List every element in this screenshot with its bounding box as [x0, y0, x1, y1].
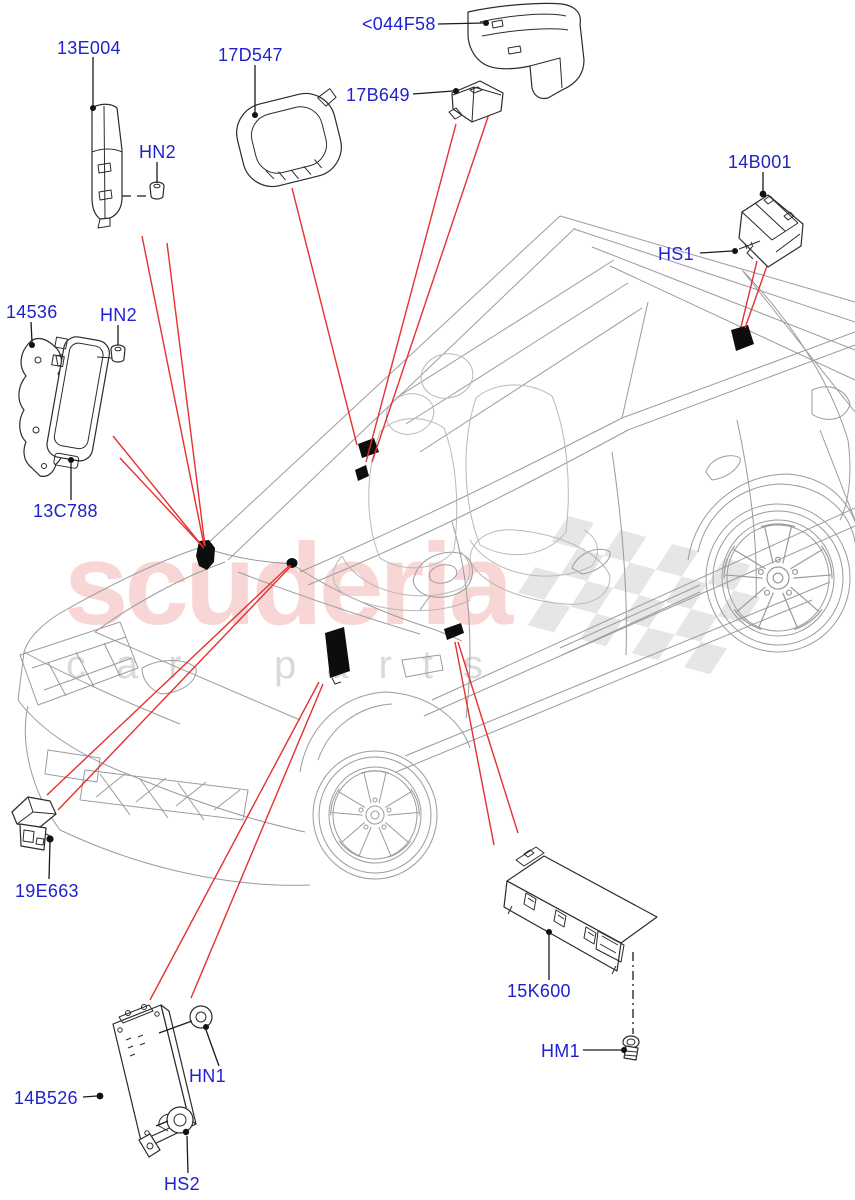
part-HN2-top-nut-drawing: [149, 181, 165, 200]
label-HN1: HN1: [189, 1066, 226, 1086]
front-wheel: [312, 750, 438, 880]
label-13C788: 13C788: [33, 501, 98, 521]
label-17B649: 17B649: [346, 85, 410, 105]
roof-module-marker: [731, 325, 754, 351]
floor-module-marker: [325, 627, 350, 678]
part-17D547-drawing: [236, 88, 342, 188]
part-13E004-drawing: [91, 103, 123, 229]
label-14B526: 14B526: [14, 1088, 78, 1108]
part-044F58-drawing: [467, 2, 585, 100]
seat-module-marker-upper: [358, 438, 379, 458]
label-14B001: 14B001: [728, 152, 792, 172]
part-HN1-washer-drawing: [189, 1005, 213, 1029]
part-15K600-drawing: [503, 846, 658, 975]
part-HM1-screw-drawing: [622, 1035, 640, 1061]
part-19E663-drawing: [11, 796, 57, 851]
part-14B526-drawing: [112, 1004, 197, 1158]
part-HS1-screw-drawing: [738, 240, 761, 250]
label-HN2-top: HN2: [139, 142, 176, 162]
part-13C788-nut-link: [96, 356, 113, 359]
label-044F58: <044F58: [362, 14, 436, 34]
part-14B001-drawing: [738, 194, 804, 268]
watermark-sub-text-parts: parts: [274, 643, 513, 687]
watermark-brand-text: scuderia: [64, 519, 515, 649]
a-pillar-module-marker: [196, 540, 215, 570]
sill-module-marker: [444, 623, 464, 640]
label-HS2: HS2: [164, 1174, 200, 1194]
part-HN2-left-nut-drawing: [110, 344, 126, 363]
label-HS1: HS1: [658, 244, 694, 264]
label-leader-lines: [30, 22, 764, 1174]
label-HN2-left: HN2: [100, 305, 137, 325]
label-17D547: 17D547: [218, 45, 283, 65]
part-HS2-screw-drawing: [158, 1106, 194, 1134]
label-HM1: HM1: [541, 1041, 580, 1061]
rear-wheel: [705, 503, 851, 653]
seat-module-marker-lower: [355, 465, 369, 481]
part-13C788-drawing: [46, 336, 110, 469]
label-14536: 14536: [6, 302, 58, 322]
installed-part-markers: [196, 325, 754, 685]
car-outline-sketch: [17, 215, 855, 886]
leader-end-dots: [29, 20, 767, 1136]
checkered-flag-watermark: [518, 516, 761, 675]
label-19E663: 19E663: [15, 881, 79, 901]
label-13E004: 13E004: [57, 38, 121, 58]
car-seats-sketch: [332, 353, 611, 612]
part-17B649-drawing: [448, 80, 504, 123]
label-15K600: 15K600: [507, 981, 571, 1001]
red-locator-lines: [46, 104, 769, 1001]
